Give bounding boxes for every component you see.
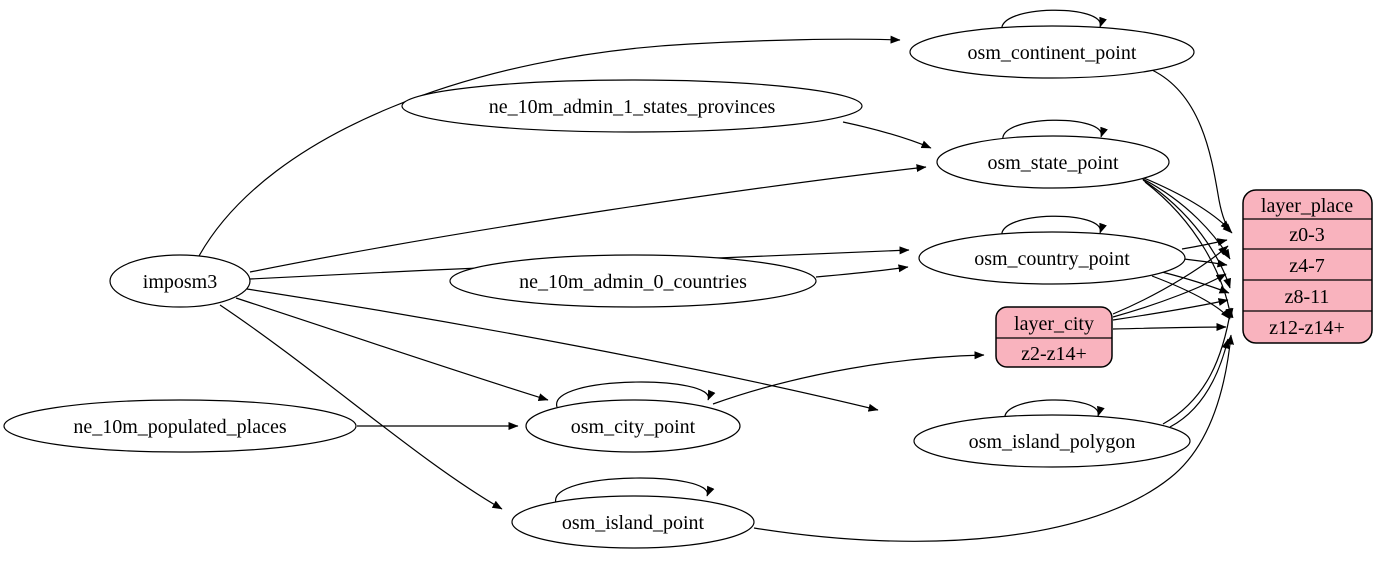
record-layer_city-row-z2-z14: z2-z14+: [1021, 343, 1087, 365]
selfloop-osm_island_point: [555, 477, 715, 504]
edge-imposm3-osm_city_point: [235, 297, 549, 402]
node-osm_island_point-label: osm_island_point: [562, 512, 705, 534]
node-osm_continent_point-label: osm_continent_point: [968, 42, 1137, 64]
node-ne_10m_admin_1_states_provinces-shape: [401, 79, 863, 133]
record-layer_city-title: layer_city: [1014, 313, 1094, 335]
edge-osm_country_point-z4-7: [1183, 258, 1228, 268]
record-layer_place-row-z4-7: z4-7: [1289, 255, 1325, 277]
edge-layer_city-z4-7: [1112, 273, 1227, 318]
edge-osm_island_polygon-z12-z14: [1169, 338, 1230, 428]
node-osm_country_point-shape: [918, 231, 1186, 285]
edge-osm_city_point-layer_city: [712, 351, 985, 405]
node-osm_continent_point-shape: [909, 25, 1195, 79]
selfloop-osm_island_polygon: [1004, 399, 1105, 421]
record-layer_place-row-z0-3: z0-3: [1289, 224, 1325, 246]
node-ne_10m_populated_places: ne_10m_populated_places: [3, 399, 357, 453]
node-osm_state_point-shape: [936, 135, 1170, 189]
node-osm_island_polygon: osm_island_polygon: [913, 414, 1191, 468]
selfloop-osm_continent_point: [1001, 9, 1107, 32]
selfloop-osm_country_point: [1001, 215, 1107, 238]
node-osm_country_point: osm_country_point: [918, 231, 1186, 285]
edge-osm_state_point-z0-3: [1138, 175, 1231, 231]
record-layer_place: layer_place z0-3 z4-7 z8-11 z12-z14+: [1242, 189, 1373, 344]
record-layer_city-box: [995, 306, 1113, 368]
edge-osm_country_point-z8-11: [1161, 271, 1230, 294]
edge-osm_country_point-z0-3: [1181, 238, 1228, 250]
node-osm_island_polygon-shape: [913, 414, 1191, 468]
node-osm_city_point: osm_city_point: [525, 399, 741, 453]
edge-osm_island_polygon-z8-11: [1162, 307, 1234, 425]
node-osm_city_point-shape: [525, 399, 741, 453]
node-ne_10m_admin_0_countries: ne_10m_admin_0_countries: [449, 254, 817, 308]
edge-imposm3-osm_island_point: [219, 304, 503, 510]
node-ne_10m_populated_places-label: ne_10m_populated_places: [73, 416, 286, 438]
node-imposm3-label: imposm3: [143, 271, 217, 293]
record-layer_city: layer_city z2-z14+: [995, 306, 1113, 368]
edge-imposm3-osm_island_polygon: [246, 288, 879, 412]
node-imposm3: imposm3: [109, 254, 251, 308]
edge-osm_island_point-z12-z14: [753, 334, 1235, 542]
record-layer_place-row-z12-z14: z12-z14+: [1269, 317, 1345, 339]
selfloop-osm_city_point: [556, 381, 716, 408]
node-osm_state_point-label: osm_state_point: [987, 152, 1119, 174]
edge-osm_continent_point-z0-3: [1151, 69, 1233, 234]
node-osm_country_point-label: osm_country_point: [974, 248, 1130, 270]
record-layer_place-box: [1242, 189, 1373, 344]
node-ne_10m_admin_1_states_provinces: ne_10m_admin_1_states_provinces: [401, 79, 863, 133]
node-osm_island_point: osm_island_point: [511, 495, 755, 549]
edges-group: [198, 9, 1235, 542]
node-ne_10m_admin_0_countries-shape: [449, 254, 817, 308]
edge-imposm3-osm_state_point: [249, 164, 927, 273]
record-layer_place-row-z8-11: z8-11: [1285, 286, 1330, 308]
node-osm_island_point-shape: [511, 495, 755, 549]
edge-layer_city-z0-3: [1112, 245, 1229, 315]
node-ne_10m_admin_0_countries-label: ne_10m_admin_0_countries: [519, 271, 747, 293]
edge-layer_city-z12-z14: [1112, 323, 1227, 332]
node-ne_10m_populated_places-shape: [3, 399, 357, 453]
node-osm_state_point: osm_state_point: [936, 135, 1170, 189]
node-osm_island_polygon-label: osm_island_polygon: [969, 431, 1136, 453]
node-imposm3-shape: [109, 254, 251, 308]
node-osm_city_point-label: osm_city_point: [571, 416, 696, 438]
node-ne_10m_admin_1_states_provinces-label: ne_10m_admin_1_states_provinces: [489, 96, 776, 118]
edge-ne_states-osm_state_point: [842, 121, 932, 149]
edge-ne_countries-osm_country_point: [815, 264, 909, 278]
edge-imposm3-osm_continent_point: [198, 35, 901, 257]
node-osm_continent_point: osm_continent_point: [909, 25, 1195, 79]
selfloop-osm_state_point: [1002, 119, 1108, 142]
edge-layer_city-z8-11: [1112, 298, 1229, 321]
record-layer_place-title: layer_place: [1261, 195, 1353, 217]
